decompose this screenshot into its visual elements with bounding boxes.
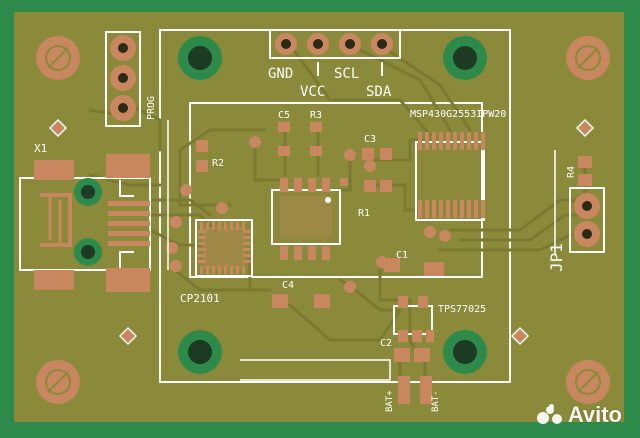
label-prog: PROG bbox=[146, 96, 157, 120]
label-scl: SCL bbox=[334, 66, 359, 82]
i2c-header bbox=[269, 29, 401, 76]
mounting-holes bbox=[36, 36, 610, 404]
tps77025-chip bbox=[393, 296, 434, 342]
silk-outlines bbox=[167, 120, 556, 381]
smd-pads bbox=[196, 122, 592, 404]
prog-header bbox=[105, 31, 141, 127]
avito-watermark-text: Avito bbox=[567, 402, 622, 427]
label-sda: SDA bbox=[366, 84, 392, 100]
label-tps: TPS77025 bbox=[438, 304, 486, 315]
label-jp1: JP1 bbox=[547, 243, 566, 272]
cp2101-chip bbox=[195, 219, 253, 277]
jp1-header bbox=[569, 187, 605, 253]
label-gnd: GND bbox=[268, 66, 293, 82]
avito-watermark: Avito bbox=[536, 402, 622, 428]
fiducials bbox=[48, 118, 595, 346]
avito-logo-icon bbox=[536, 404, 563, 426]
label-c5: C5 bbox=[278, 110, 290, 121]
central-ic bbox=[271, 178, 341, 260]
label-r2: R2 bbox=[212, 158, 224, 169]
label-c3: C3 bbox=[364, 134, 376, 145]
label-bat-plus: BAT+ bbox=[385, 390, 395, 412]
label-c2: C2 bbox=[380, 338, 392, 349]
board-holes bbox=[178, 36, 487, 374]
label-bat-minus: BAT- bbox=[431, 390, 441, 412]
label-c4: C4 bbox=[282, 280, 294, 291]
label-r4: R4 bbox=[566, 166, 577, 178]
usb-connector bbox=[19, 154, 151, 292]
label-r1: R1 bbox=[358, 208, 370, 219]
label-x1: X1 bbox=[34, 142, 47, 155]
msp430-chip bbox=[415, 132, 485, 221]
label-r3: R3 bbox=[310, 110, 322, 121]
label-c1: C1 bbox=[396, 250, 408, 261]
vias bbox=[166, 136, 451, 293]
label-mcu: MSP430G2553IPW20 bbox=[410, 109, 506, 120]
label-cp2101: CP2101 bbox=[180, 292, 220, 305]
label-vcc: VCC bbox=[300, 84, 325, 100]
